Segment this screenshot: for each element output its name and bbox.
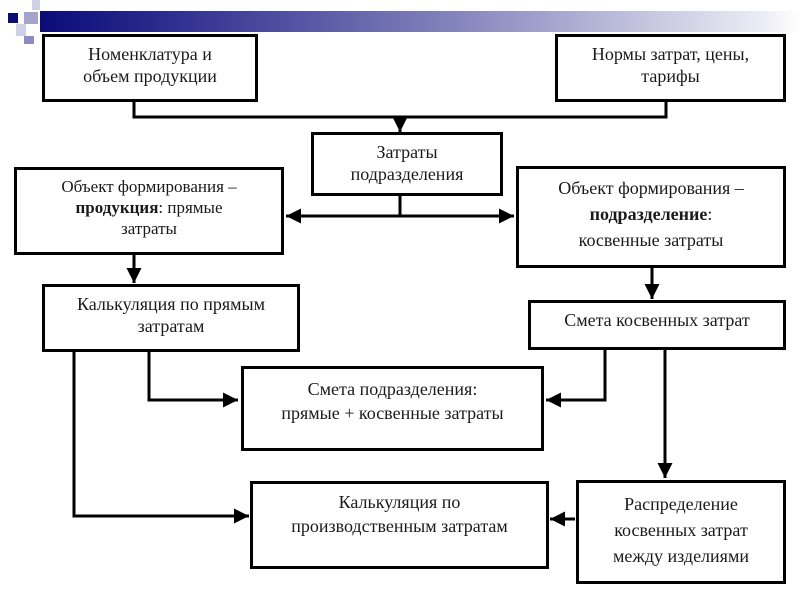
node-text: Номенклатура и	[88, 44, 212, 64]
node-text-bold: продукция	[75, 198, 159, 217]
node-text: :	[707, 204, 713, 224]
decor-square	[16, 24, 26, 36]
decor-square	[8, 13, 18, 23]
node-text: Нормы затрат, цены,	[591, 44, 750, 64]
node-text: Объект формирования –	[558, 178, 744, 198]
decor-square	[24, 36, 34, 44]
node-text-bold: подразделение	[589, 204, 708, 224]
edge-indirect-estimate-dept-estimate	[546, 350, 607, 408]
edge-dept-to-object-product	[286, 196, 402, 224]
title-gradient-band	[40, 11, 800, 32]
node-indirect-estimate: Смета косвенных затрат	[528, 300, 786, 350]
node-text: продукция: прямые	[75, 197, 222, 218]
edge-norms-dept-costs	[400, 102, 668, 119]
node-dept-costs: Затраты подразделения	[311, 132, 503, 196]
node-object-product: Объект формирования – продукция: прямые …	[14, 167, 284, 255]
decor-square	[24, 12, 38, 24]
node-object-dept: Объект формирования – подразделение: кос…	[516, 166, 786, 268]
node-text: тарифы	[641, 66, 700, 86]
node-text: Калькуляция по прямым	[76, 294, 266, 314]
node-text: подразделения	[350, 164, 464, 184]
node-distribution: Распределение косвенных затрат между изд…	[576, 480, 786, 584]
node-text: Смета подразделения:	[307, 379, 478, 399]
node-text: затратам	[137, 316, 205, 336]
node-text: косвенных затрат	[614, 520, 748, 540]
node-text: объем продукции	[83, 66, 217, 86]
node-norms: Нормы затрат, цены, тарифы	[555, 34, 786, 102]
node-text: Калькуляция по	[338, 492, 461, 512]
node-text: Объект формирования –	[61, 177, 237, 196]
node-nomenclature: Номенклатура и объем продукции	[42, 34, 258, 102]
node-text: производственным затратам	[291, 516, 508, 536]
node-production-calc: Калькуляция по производственным затратам	[250, 481, 549, 569]
node-text: Распределение	[624, 494, 738, 514]
decor-square	[32, 0, 40, 10]
node-text: подразделение:	[590, 201, 713, 227]
node-text: косвенные затраты	[578, 230, 724, 250]
node-text: между изделиями	[613, 546, 749, 566]
node-text: : прямые	[158, 198, 223, 217]
node-text: Затраты	[376, 142, 438, 162]
node-text: Смета косвенных затрат	[564, 310, 750, 330]
node-direct-calc: Калькуляция по прямым затратам	[42, 284, 300, 352]
node-dept-estimate: Смета подразделения: прямые + косвенные …	[241, 366, 544, 451]
node-text: прямые + косвенные затраты	[281, 403, 504, 423]
edge-nomenclature-dept-costs	[132, 102, 408, 132]
node-text: затраты	[121, 219, 177, 238]
edge-direct-calc-dept-estimate	[147, 352, 238, 408]
edge-direct-calc-production-calc	[72, 352, 249, 524]
